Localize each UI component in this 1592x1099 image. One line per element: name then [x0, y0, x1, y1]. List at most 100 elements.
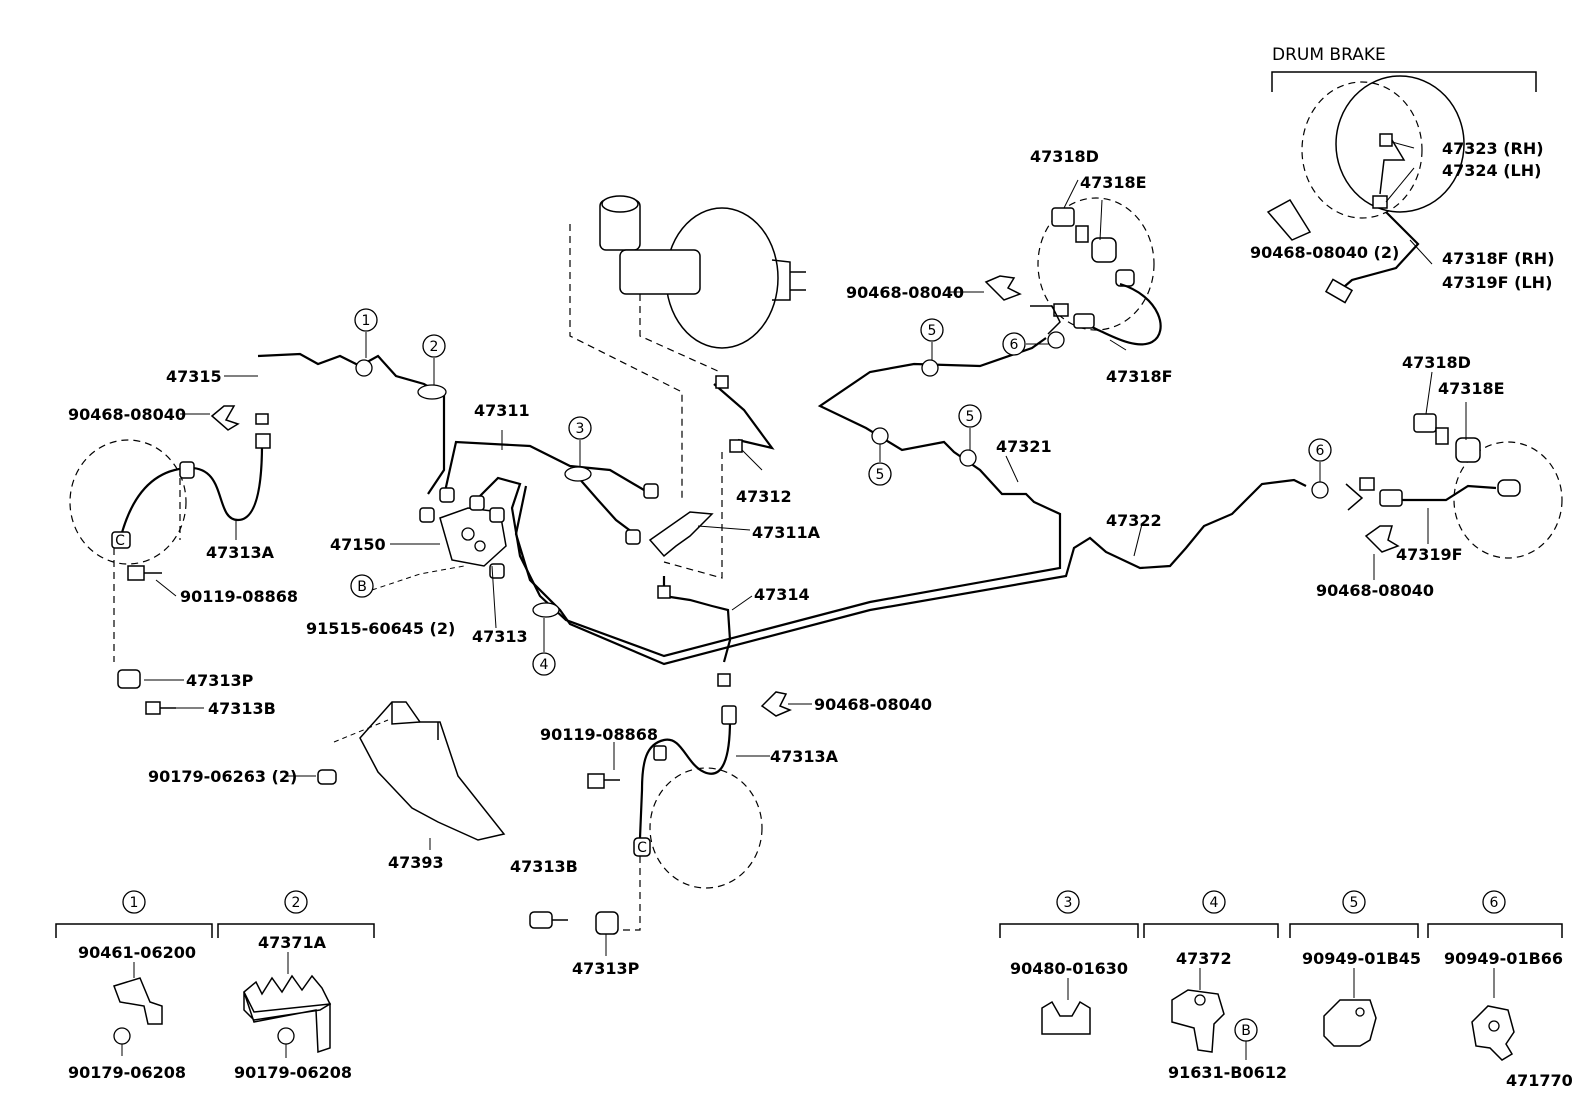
clip-icon [1266, 199, 1312, 241]
diagram-id: 471770 [1506, 1071, 1573, 1090]
svg-text:4: 4 [540, 657, 549, 673]
nut-icon [317, 769, 337, 785]
flexible-hose-drum [1337, 211, 1420, 293]
tube-47311 [442, 440, 645, 497]
bleeder-icon [1379, 133, 1393, 147]
svg-text:5: 5 [876, 467, 885, 483]
bolt-icon [127, 565, 145, 581]
tube-47322 [514, 478, 1307, 666]
legend-90179-06208-a: 90179-06208 [68, 1063, 186, 1082]
tee-icon [648, 511, 714, 558]
label-47318D-top: 47318D [1030, 147, 1099, 166]
tube-47315 [257, 352, 446, 495]
label-47314: 47314 [754, 585, 810, 604]
drum-brake-bracket [1271, 71, 1537, 92]
marker-5b: 5 [868, 427, 892, 486]
union-icon [595, 911, 619, 935]
label-90179-06263: 90179-06263 (2) [148, 767, 297, 786]
tube-47311A [569, 467, 641, 539]
label-47313B-left: 47313B [208, 699, 276, 718]
rear-left-wheel: 47318D 47318E 90468-08040 47318F 47321 4… [846, 147, 1173, 557]
brake-booster-assembly [569, 195, 806, 579]
label-47322: 47322 [1106, 511, 1162, 530]
clamp-icon [1471, 1005, 1515, 1061]
label-90119-left: 90119-08868 [180, 587, 298, 606]
label-47318E-right: 47318E [1438, 379, 1505, 398]
clip-icon [1364, 525, 1400, 553]
legend-group-3: 3 90480-01630 [999, 890, 1139, 1035]
label-47318F-rh: 47318F (RH) [1442, 249, 1555, 268]
svg-text:B: B [357, 579, 367, 595]
marker-5a: 5 [920, 318, 944, 377]
clamp-icon [113, 977, 163, 1025]
label-47324: 47324 (LH) [1442, 161, 1541, 180]
flexible-hose-fr [638, 719, 732, 839]
drum-brake-header: DRUM BRAKE [1272, 45, 1386, 65]
label-47313P-mid: 47313P [572, 959, 640, 978]
drum-brake-inset: DRUM BRAKE 47323 (RH) 47324 (LH) 90468-0… [1250, 45, 1555, 304]
marker-6a: 6 [1002, 331, 1065, 356]
label-47312: 47312 [736, 487, 792, 506]
label-47318F: 47318F [1106, 367, 1173, 386]
label-47313A-left: 47313A [206, 543, 275, 562]
clip-icon [984, 275, 1022, 301]
legend-row: 1 90461-06200 90179-06208 2 47371A 90179… [55, 890, 1563, 1082]
bolt-icon [529, 911, 553, 929]
marker-5c: 5 [958, 404, 982, 467]
marker-1: 1 [354, 308, 378, 377]
master-cylinder-icon [619, 249, 701, 295]
clip-icon [760, 691, 792, 717]
label-90468-mid: 90468-08040 [814, 695, 932, 714]
label-90468-drum: 90468-08040 (2) [1250, 243, 1399, 262]
wheel-outline [69, 439, 187, 565]
legend-47372: 47372 [1176, 949, 1232, 968]
legend-90179-06208-b: 90179-06208 [234, 1063, 352, 1082]
marker-2: 2 [417, 334, 447, 400]
label-47311A: 47311A [752, 523, 821, 542]
proportioning-valve: 47150 91515-60645 (2) 47313 47311 47312 … [306, 375, 821, 687]
label-91515: 91515-60645 (2) [306, 619, 455, 638]
marker-4: 4 [532, 602, 560, 676]
label-47319F-lh: 47319F (LH) [1442, 273, 1552, 292]
label-90468-right: 90468-08040 [1316, 581, 1434, 600]
union-icon [117, 669, 141, 689]
legend-90949-01B45: 90949-01B45 [1302, 949, 1421, 968]
svg-text:2: 2 [292, 895, 301, 911]
label-47393: 47393 [388, 853, 444, 872]
bolt-icon [145, 701, 161, 715]
union-icon [1455, 437, 1481, 463]
legend-90480-01630: 90480-01630 [1010, 959, 1128, 978]
label-47319F: 47319F [1396, 545, 1463, 564]
nut-icon [277, 1027, 295, 1045]
rear-right-wheel: 47318D 47318E 47319F 90468-08040 [1316, 353, 1563, 600]
flexible-hose-fl [118, 443, 264, 541]
bolt-icon [1413, 413, 1437, 433]
svg-text:3: 3 [576, 421, 585, 437]
drum-outline [1301, 81, 1423, 219]
clip-icon [1171, 989, 1225, 1053]
tube-47312 [713, 383, 775, 450]
clip-icon [243, 991, 331, 1054]
svg-text:C: C [115, 533, 125, 549]
flexible-hose-rr [1398, 484, 1497, 502]
label-47313B-mid: 47313B [510, 857, 578, 876]
legend-group-5: 5 90949-01B45 [1289, 890, 1421, 1047]
svg-text:5: 5 [1350, 895, 1359, 911]
marker-3: 3 [564, 416, 592, 482]
label-47321: 47321 [996, 437, 1052, 456]
legend-group-2: 2 47371A 90179-06208 [217, 890, 375, 1082]
legend-group-6: 6 90949-01B66 [1427, 890, 1563, 1061]
svg-text:6: 6 [1316, 443, 1325, 459]
clamp-icon [1323, 999, 1377, 1047]
front-right-wheel: 90468-08040 90119-08868 47313A 90179-062… [148, 691, 932, 978]
label-47150: 47150 [330, 535, 386, 554]
marker-6b: 6 [1308, 438, 1332, 499]
wheel-outline [649, 767, 763, 889]
svg-text:4: 4 [1210, 895, 1219, 911]
legend-group-4: 4 47372 B 91631-B0612 [1143, 890, 1287, 1082]
clamp-markers: 1 2 3 4 5 5 [115, 308, 1332, 856]
label-47315: 47315 [166, 367, 222, 386]
label-47318D-right: 47318D [1402, 353, 1471, 372]
